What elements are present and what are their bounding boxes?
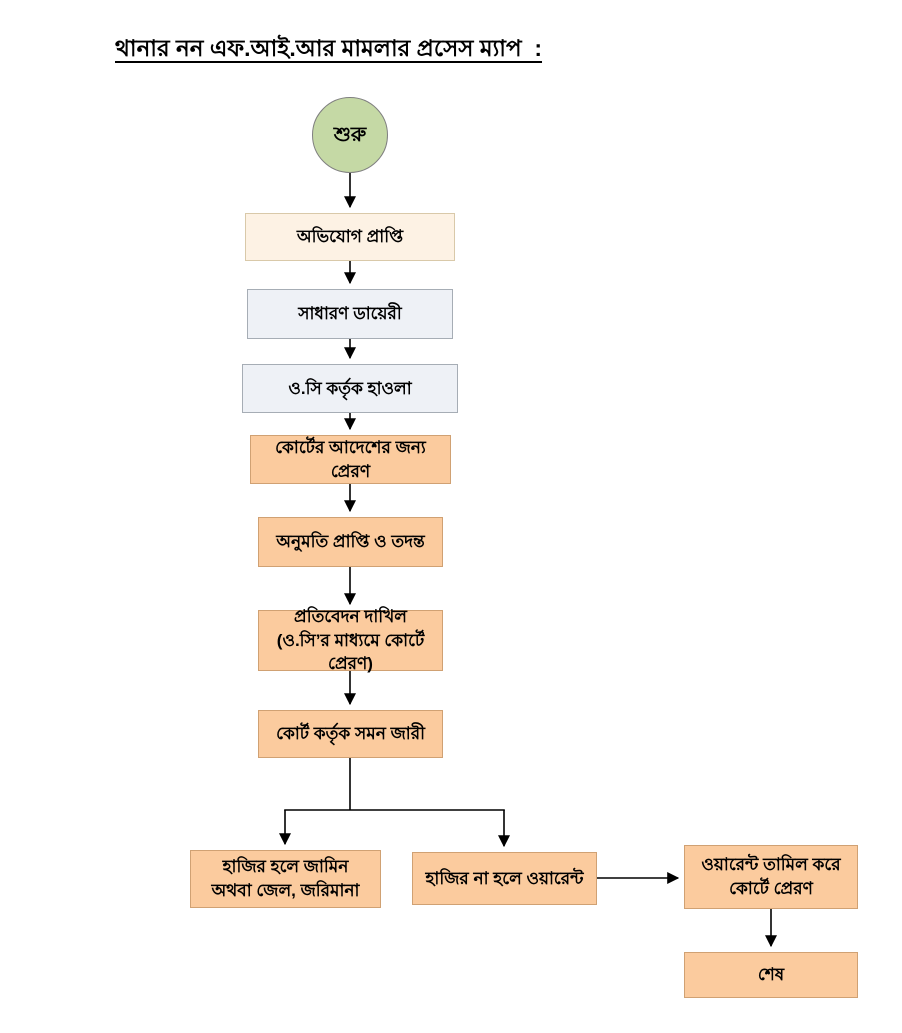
flow-node-permission-and-investigation: অনুমতি প্রাপ্তি ও তদন্ত [258,517,443,567]
flow-node-oc-hawala: ও.সি কর্তৃক হাওলা [242,364,458,413]
flow-node-if-appears: হাজির হলে জামিন অথবা জেল, জরিমানা [190,850,381,908]
flow-node-send-for-court-order: কোর্টের আদেশের জন্য প্রেরণ [250,435,451,484]
flow-node-warrant-executed: ওয়ারেন্ট তামিল করে কোর্টে প্রেরণ [684,845,858,909]
page-title: থানার নন এফ.আই.আর মামলার প্রসেস ম্যাপ : [115,35,543,61]
flow-node-report-submission: প্রতিবেদন দাখিল (ও.সি’র মাধ্যমে কোর্টে প… [258,607,443,673]
flow-node-court-summons: কোর্ট কর্তৃক সমন জারী [258,710,443,758]
flow-node-if-not-appears: হাজির না হলে ওয়ারেন্ট [412,852,597,905]
flow-node-start: শুরু [312,97,388,173]
flow-node-complaint-received: অভিযোগ প্রাপ্তি [245,213,455,261]
flow-node-general-diary: সাধারণ ডায়েরী [247,289,453,339]
flow-node-end: শেষ [684,952,858,998]
